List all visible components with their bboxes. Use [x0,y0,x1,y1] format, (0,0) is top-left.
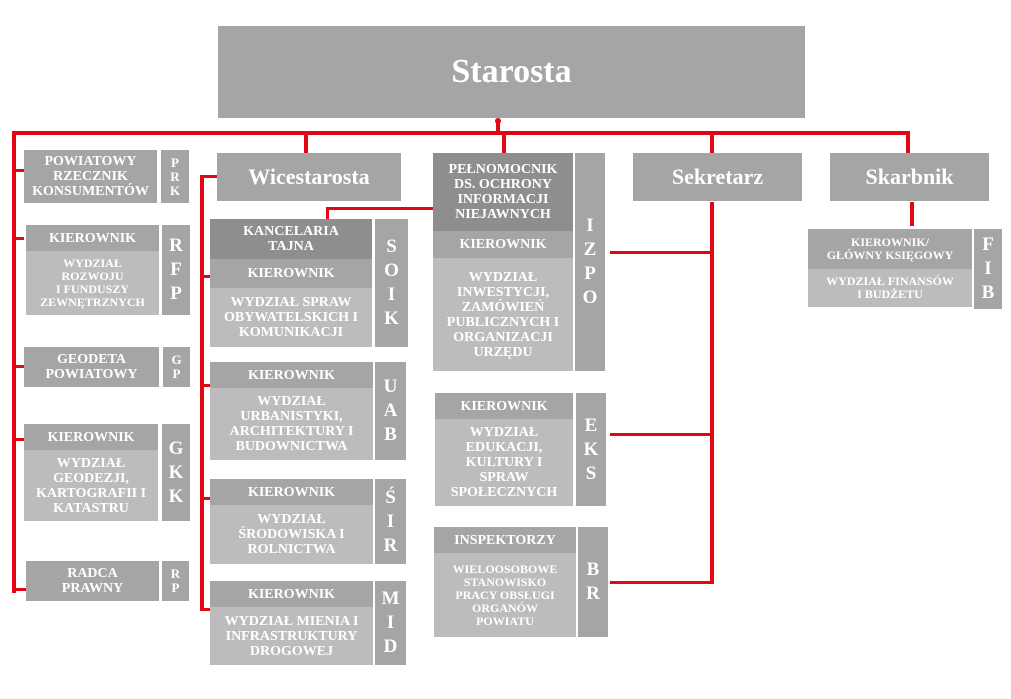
wice-branch-mid [200,608,210,611]
left-spine [12,131,16,593]
wice-spine [200,175,204,611]
sek-branch-br [610,581,714,584]
rp-code: R P [162,561,189,601]
drop-sekretarz [710,131,714,153]
soik-body: WYDZIAŁ SPRAW OBYWATELSKICH I KOMUNIKACJ… [210,288,372,347]
fib-body: WYDZIAŁ FINANSÓW I BUDŻETU [808,269,972,307]
wice-branch-uab [200,384,210,387]
prk-box: POWIATOWY RZECZNIK KONSUMENTÓW [24,150,157,203]
mid-body: WYDZIAŁ MIENIA I INFRASTRUKTURY DROGOWEJ [210,607,373,665]
uab-body: WYDZIAŁ URBANISTYKI, ARCHITEKTURY I BUDO… [210,388,373,460]
junction-dot [495,118,501,124]
eks-body: WYDZIAŁ EDUKACJI, KULTURY I SPRAW SPOŁEC… [435,419,573,506]
wice-link [200,175,218,178]
gkk-code: G K K [162,424,190,521]
skarb-drop [910,202,914,226]
soik-code: S O I K [375,219,408,347]
gp-box: GEODETA POWIATOWY [24,347,159,387]
left-branch-gp [12,365,24,368]
left-branch-gkk [12,438,24,441]
izpo-body: WYDZIAŁ INWESTYCJI, ZAMÓWIEŃ PUBLICZNYCH… [433,258,573,371]
left-branch-rp [12,588,26,591]
gp-code: G P [163,347,190,387]
soik-head: KIEROWNIK [210,259,372,288]
sek-branch-izpo [610,251,714,254]
left-branch-rfp [12,237,24,240]
kancelaria-link-v [326,207,329,219]
rp-box: RADCA PRAWNY [26,561,159,601]
drop-wicestarosta [304,131,308,153]
br-head: INSPEKTORZY [434,527,576,553]
uab-head: KIEROWNIK [210,362,373,388]
fib-code: F I B [974,229,1002,309]
izpo-code: I Z P O [575,153,605,371]
mid-code: M I D [375,581,406,665]
gkk-head: KIEROWNIK [24,424,158,450]
kancelaria-link-h [326,207,434,210]
sek-spine [710,202,714,584]
br-code: B R [578,527,608,637]
sekretarz-box: Sekretarz [633,153,802,201]
gkk-body: WYDZIAŁ GEODEZJI, KARTOGRAFII I KATASTRU [24,450,158,521]
wice-branch-soik [200,275,210,278]
drop-skarbnik [906,131,910,153]
wicestarosta-box: Wicestarosta [217,153,401,201]
sir-code: Ś I R [375,479,406,564]
eks-code: E K S [576,393,606,506]
rfp-body: WYDZIAŁ ROZWOJU I FUNDUSZY ZEWNĘTRZNYCH [26,251,159,315]
kancelaria-box: KANCELARIA TAJNA [210,219,372,259]
uab-code: U A B [375,362,406,460]
wice-branch-sir [200,497,210,500]
skarbnik-box: Skarbnik [830,153,989,201]
rfp-head: KIEROWNIK [26,225,159,251]
drop-pelnomocnik [502,131,506,153]
pelnomocnik-box: PEŁNOMOCNIK DS. OCHRONY INFORMACJI NIEJA… [433,153,573,231]
mid-head: KIEROWNIK [210,581,373,607]
sir-head: KIEROWNIK [210,479,373,505]
sek-branch-eks [610,433,714,436]
prk-code: P R K [161,150,189,203]
eks-head: KIEROWNIK [435,393,573,419]
izpo-head: KIEROWNIK [433,231,573,258]
top-bus-line [12,131,910,135]
fib-head: KIEROWNIK/ GŁÓWNY KSIĘGOWY [808,229,972,269]
left-branch-prk [12,169,24,172]
starosta-stem [496,120,500,134]
rfp-code: R F P [162,225,190,315]
starosta-box: Starosta [218,26,805,118]
br-body: WIELOOSOBOWE STANOWISKO PRACY OBSŁUGI OR… [434,553,576,637]
sir-body: WYDZIAŁ ŚRODOWISKA I ROLNICTWA [210,505,373,564]
